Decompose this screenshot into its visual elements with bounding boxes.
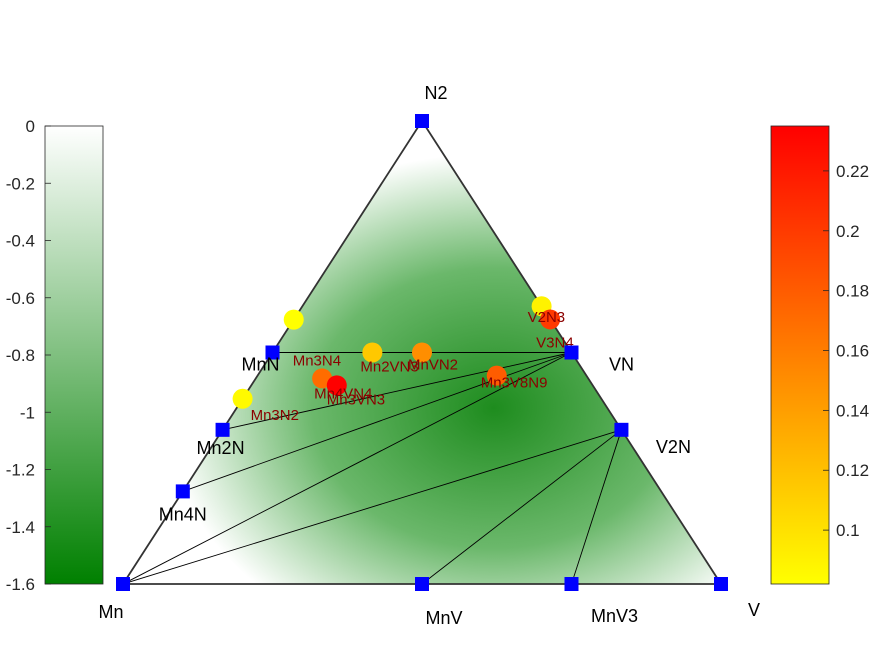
left-tick-label: -0.2: [6, 174, 35, 193]
stable-phase-marker: [714, 577, 728, 591]
unstable-phase-label: V2N3: [528, 309, 566, 326]
right-tick-label: 0.12: [836, 461, 869, 480]
stable-phase-label: V2N: [656, 437, 691, 457]
right-tick-label: 0.14: [836, 401, 869, 420]
right-colorbar-ticks: 0.1 0.12 0.14 0.16 0.18 0.2 0.22: [823, 162, 869, 540]
left-tick-label: -0.6: [6, 289, 35, 308]
left-tick-label: -1.4: [6, 518, 35, 537]
stable-phase-marker: [614, 422, 629, 437]
left-tick-label: -1.2: [6, 461, 35, 480]
right-tick-label: 0.1: [836, 521, 860, 540]
unstable-phase-label: Mn3N2: [251, 407, 299, 424]
left-colorbar: 0 -0.2 -0.4 -0.6 -0.8 -1 -1.2 -1.4 -1.6: [6, 117, 104, 594]
stable-phase-label: Mn4N: [159, 504, 207, 524]
stable-phase-marker: [175, 484, 190, 499]
unstable-phase-marker: [283, 309, 304, 330]
unstable-phase-marker: [540, 309, 561, 330]
stable-phase-marker: [415, 114, 429, 128]
stable-phase-marker: [415, 577, 429, 591]
unstable-phase-label: Mn3VN3: [327, 391, 385, 408]
stable-phase-label: Mn2N: [197, 438, 245, 458]
left-tick-label: -0.8: [6, 346, 35, 365]
stable-phase-label: V: [748, 600, 760, 620]
stable-phase-marker: [564, 577, 579, 591]
unstable-phase-marker: [362, 342, 383, 363]
right-colorbar: 0.1 0.12 0.14 0.16 0.18 0.2 0.22: [770, 125, 869, 585]
stable-phase-marker: [116, 577, 130, 591]
unstable-phase-marker: [326, 375, 347, 396]
right-tick-label: 0.16: [836, 342, 869, 361]
unstable-phase-label: V3N4: [536, 334, 574, 351]
stable-phase-marker: [265, 345, 280, 360]
stable-phase-label: VN: [609, 355, 634, 375]
stable-phase-marker: [215, 422, 230, 437]
tie-line: [222, 352, 572, 431]
left-colorbar-ticks: 0 -0.2 -0.4 -0.6 -0.8 -1 -1.2 -1.4 -1.6: [6, 117, 51, 594]
tie-line: [122, 352, 572, 585]
stable-phase-label: N2: [424, 83, 447, 103]
left-tick-label: -0.4: [6, 232, 35, 251]
unstable-phase-label: MnVN2: [408, 357, 458, 374]
right-colorbar-fill: [770, 125, 830, 585]
stable-phase-label: Mn: [98, 602, 123, 622]
unstable-phase-marker: [486, 365, 507, 386]
left-colorbar-fill: [44, 125, 104, 585]
left-tick-label: -1: [20, 403, 35, 422]
unstable-phase-label: Mn3V8N9: [481, 375, 548, 392]
left-tick-label: -1.6: [6, 575, 35, 594]
unstable-phase-label: Mn2VN3: [360, 359, 418, 376]
tie-line: [421, 429, 622, 585]
unstable-phase-marker: [232, 388, 253, 409]
right-tick-label: 0.18: [836, 282, 869, 301]
tie-line: [571, 429, 622, 585]
left-tick-label: 0: [26, 117, 35, 136]
tie-line: [122, 429, 622, 585]
unstable-phase-marker: [412, 342, 432, 363]
tie-lines: [122, 352, 622, 585]
right-tick-label: 0.22: [836, 162, 869, 181]
stable-phase-label: MnN: [241, 355, 279, 375]
stable-phase-marker: [564, 345, 579, 360]
right-tick-label: 0.2: [836, 222, 860, 241]
stable-phase-label: MnV3: [591, 606, 638, 626]
unstable-phase-label: Mn3N4: [293, 353, 341, 370]
unstable-phase-label: Mn4VN4: [314, 385, 372, 402]
stable-phase-label: MnV: [425, 608, 462, 628]
